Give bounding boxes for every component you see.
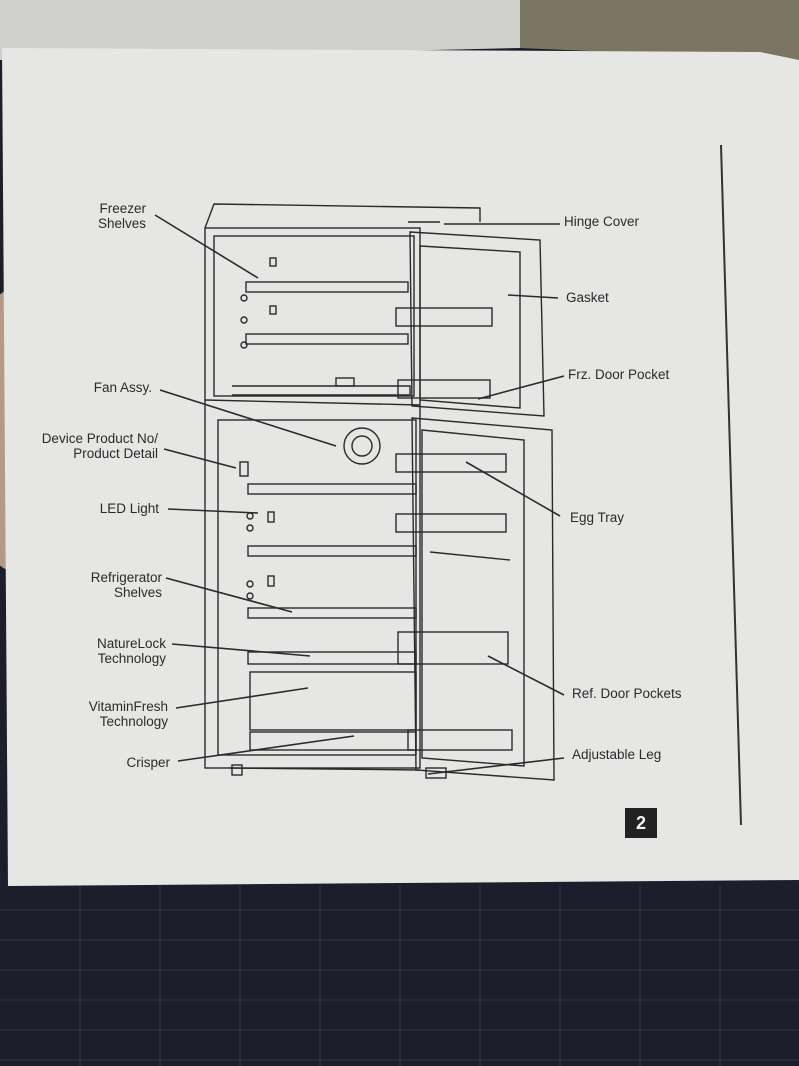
label-device-product-line1: Device Product No/ [41,431,158,446]
label-refrigerator-shelves-line1: Refrigerator [90,570,162,585]
label-frz-door-pocket: Frz. Door Pocket [568,367,670,382]
label-device-product: Device Product No/ Product Detail [20,431,158,461]
checkered-fabric [0,885,799,1066]
top-right-object [520,0,799,60]
label-egg-tray: Egg Tray [570,510,625,525]
top-paper-edge [0,0,520,60]
leader-lines [154,214,565,775]
label-led-light: LED Light [99,501,159,516]
label-crisper: Crisper [126,755,170,770]
page-number: 2 [625,808,657,838]
label-vitaminfresh-line2: Technology [99,714,168,729]
margin-rule [720,144,742,826]
label-fan-assy: Fan Assy. [93,380,152,395]
label-vitaminfresh: VitaminFresh Technology [60,699,168,729]
label-naturelock-line1: NatureLock [96,636,166,651]
label-naturelock-line2: Technology [97,651,166,666]
label-device-product-line2: Product Detail [73,446,158,461]
manual-page [2,48,799,886]
refrigerator-diagram [204,203,555,781]
label-refrigerator-shelves: Refrigerator Shelves [60,570,162,600]
label-refrigerator-shelves-line2: Shelves [113,585,162,600]
label-hinge-cover: Hinge Cover [564,214,640,229]
label-vitaminfresh-line1: VitaminFresh [88,699,168,714]
label-freezer-shelves-line2: Shelves [97,216,146,231]
label-freezer-shelves: Freezer Shelves [60,201,146,231]
label-freezer-shelves-line1: Freezer [99,201,146,216]
label-naturelock: NatureLock Technology [60,636,166,666]
label-ref-door-pockets: Ref. Door Pockets [572,686,682,701]
label-adjustable-leg: Adjustable Leg [572,747,662,762]
label-gasket: Gasket [566,290,609,305]
